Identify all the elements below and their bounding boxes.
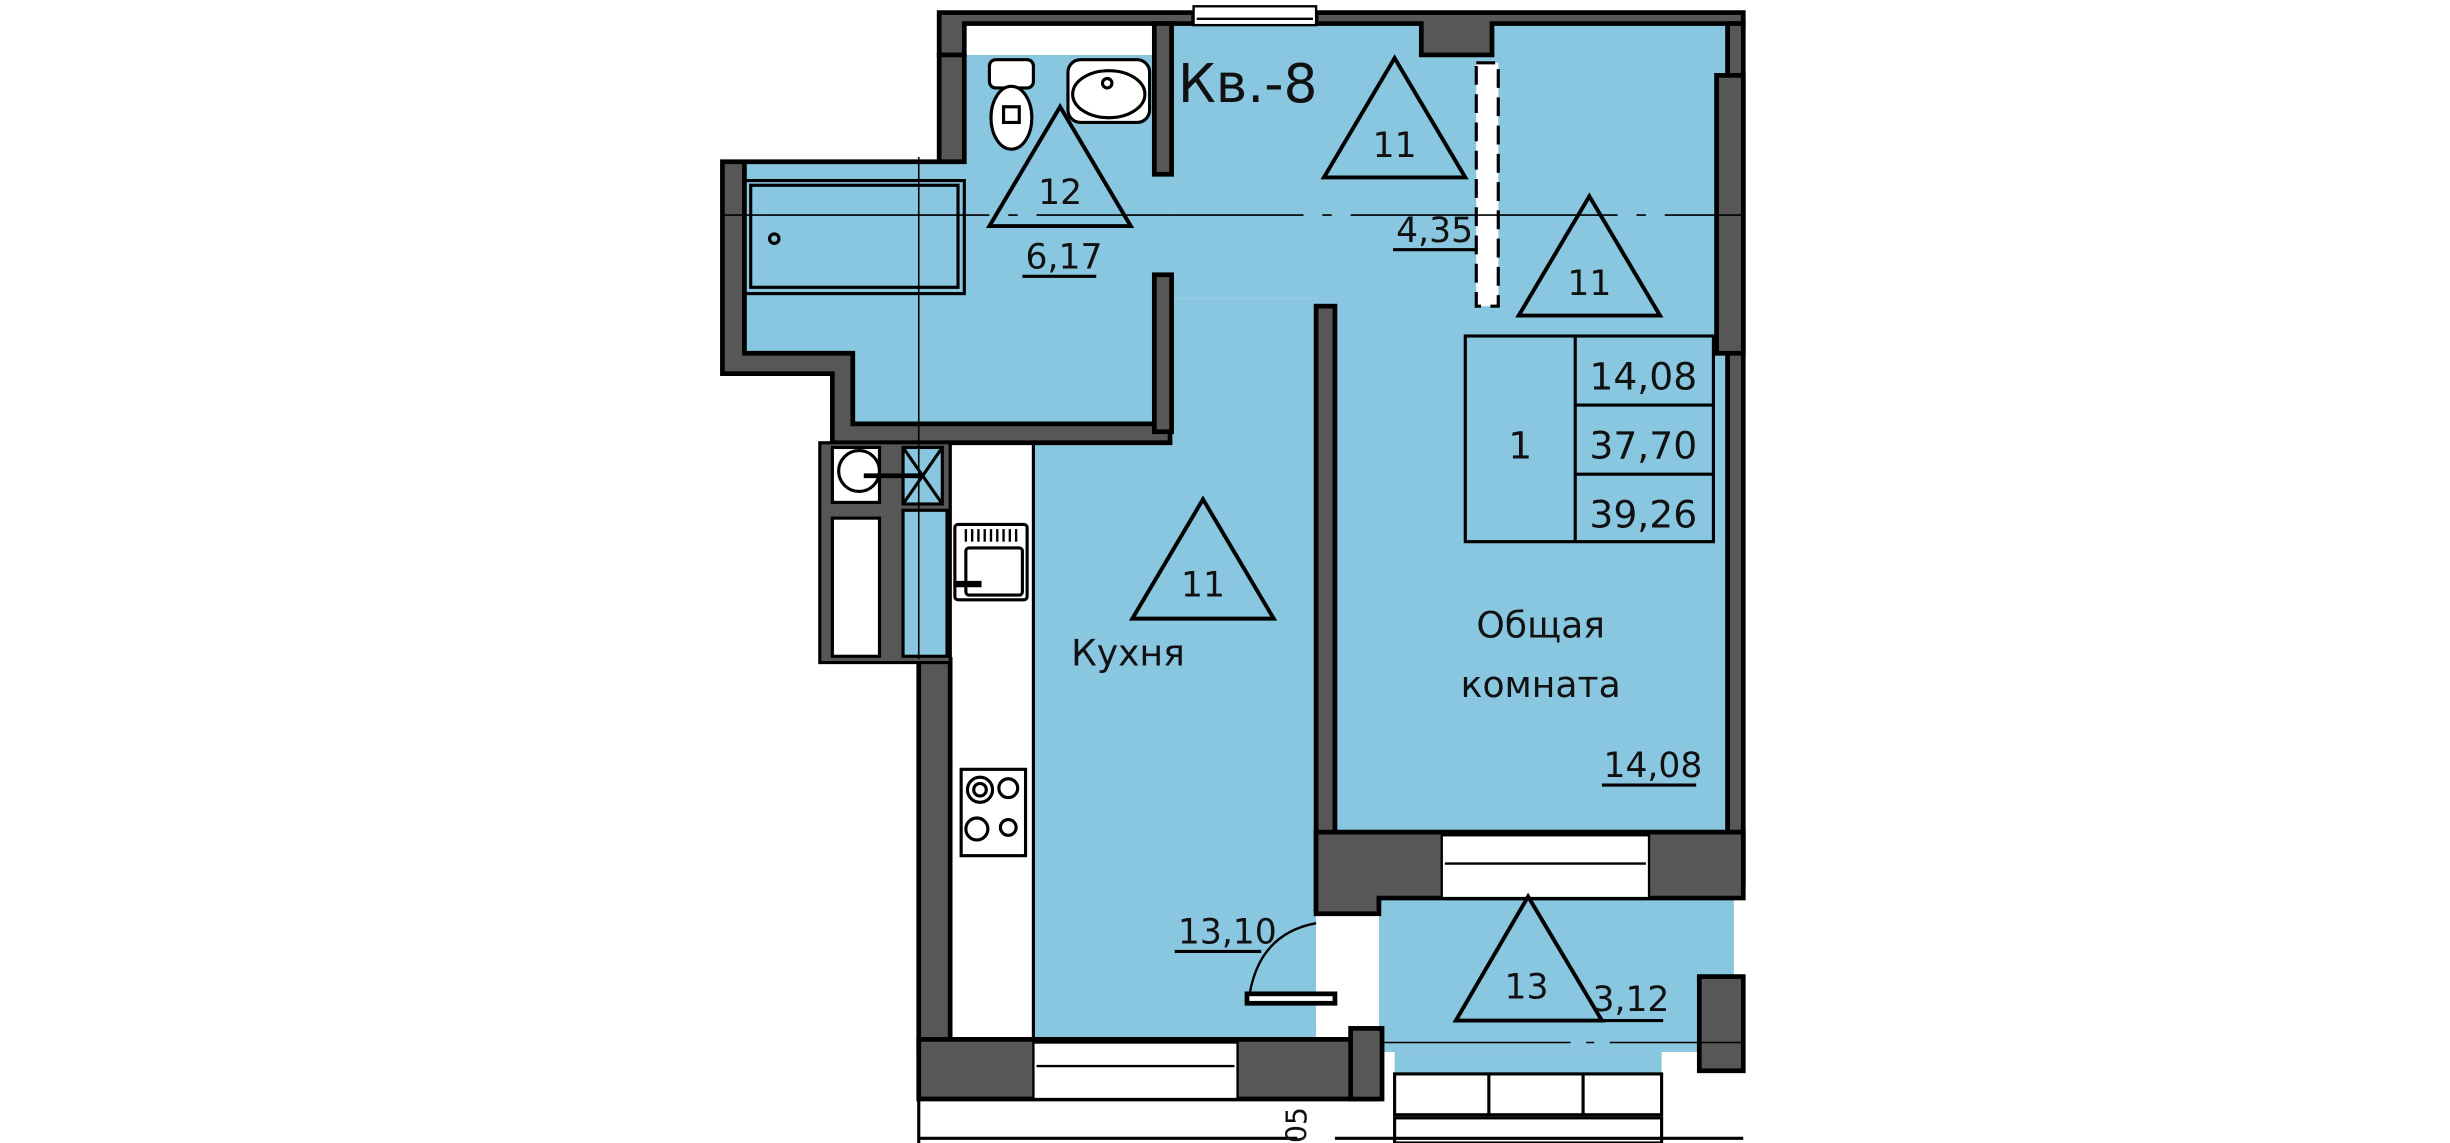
dimension-fragment: 05 [1281,1107,1314,1143]
marker-living-label: 11 [1567,264,1611,304]
window-hallway-top [1192,5,1318,27]
kitchen-area: 13,10 [1178,913,1277,953]
marker-kitchen-label: 11 [1181,566,1225,606]
bathroom-area: 6,17 [1026,237,1103,277]
summary-total-area: 37,70 [1589,423,1697,467]
summary-rooms-count: 1 [1508,423,1532,467]
marker-bathroom-triangle [985,102,1135,229]
apartment-title: Кв.-8 [1178,52,1318,115]
marker-hallway-label: 11 [1373,126,1417,166]
gas-meter-icon [837,449,882,493]
window-living-bottom [1440,834,1651,900]
marker-balcony-triangle [1452,892,1606,1023]
summary-total-with-balcony: 39,26 [1589,493,1697,537]
wall-kitchen-living [1313,303,1338,913]
hallway-area: 4,35 [1396,211,1473,251]
windows [1032,5,1651,1101]
door-swing [1244,922,1338,1006]
living-room-name-line2: комната [1461,663,1621,706]
dimension-box [1297,1103,1335,1143]
bathtub-drain-icon [767,232,781,245]
window-kitchen-bottom [1032,1041,1239,1101]
kitchen-name: Кухня [1071,632,1185,675]
washbasin-icon [1066,58,1152,125]
floor-fills [744,23,1734,1074]
summary-box [1463,334,1715,544]
marker-hallway-triangle [1320,54,1469,180]
balcony-floor [1378,898,1734,1052]
riser-box [830,516,882,658]
summary-living-area: 14,08 [1589,354,1697,398]
finish-markers [985,54,1664,1023]
kitchen-sink-icon [953,522,1029,602]
bathtub [742,178,966,296]
area-underlines [1022,248,1697,1023]
marker-kitchen-triangle [1128,495,1278,621]
marker-balcony-label: 13 [1505,968,1549,1008]
balcony-area: 3,12 [1593,980,1670,1020]
living-room-name-line1: Общая [1476,603,1605,646]
marker-living-triangle [1515,192,1664,318]
shaft [818,441,952,665]
marker-bathroom-label: 12 [1038,173,1082,213]
kitchen-door-opening [1316,913,1379,1024]
wall-balcony-right [1696,974,1746,1074]
wall-partition-bath-lower [1151,272,1174,435]
stove-icon [959,767,1028,858]
balcony-sill [1394,1051,1662,1074]
wall-partition-bath-upper [1151,21,1174,177]
living-room-upper [1484,23,1728,307]
wall-kitchen-left [916,657,953,1055]
balcony-glazing [1393,1072,1664,1143]
wardrobe-partition [1474,61,1500,308]
toilet-icon [987,58,1035,151]
wall-balcony-bottom [1348,1026,1385,1102]
living-room-area: 14,08 [1603,746,1702,786]
